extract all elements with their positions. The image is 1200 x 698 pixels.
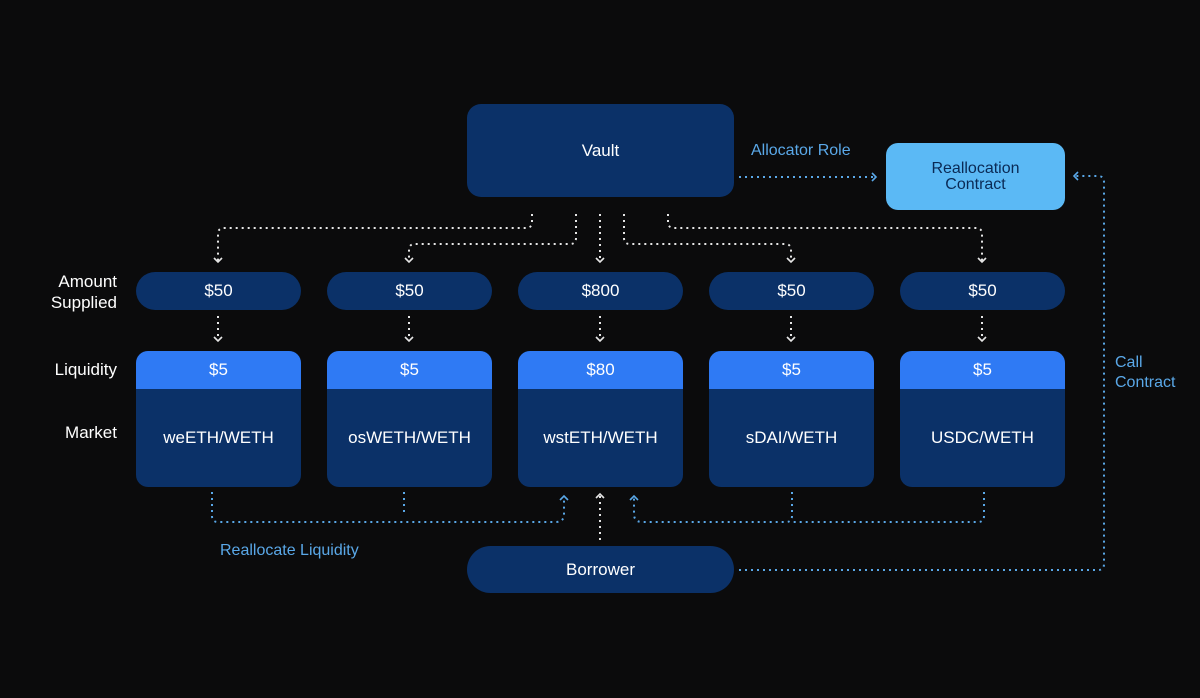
reallocation-contract-node: Reallocation Contract [886,143,1065,210]
market-name: USDC/WETH [931,428,1034,447]
supplied-pill: $50 [709,272,874,310]
supplied-pill: $50 [327,272,492,310]
row-label-amount-supplied: Amount Supplied [50,272,117,312]
edge-label-allocator-role: Allocator Role [751,142,851,159]
market-card: $5 sDAI/WETH [709,351,874,487]
market-name: weETH/WETH [163,428,274,447]
edge-vault-to-market-5 [667,214,987,264]
edge-vault-to-market-1 [213,214,533,264]
supplied-pill: $50 [136,272,301,310]
edge-call-contract [739,171,1105,571]
row-label-liquidity: Liquidity [54,360,117,379]
edge-label-call-contract: Call Contract [1115,354,1176,391]
borrower-node: Borrower [467,546,734,593]
market-card: $5 USDC/WETH [900,351,1065,487]
edge-reallocate-5 [792,492,985,523]
market-name: sDAI/WETH [745,428,838,447]
market-card: $5 weETH/WETH [136,351,301,487]
liquidity-value: $5 [327,351,492,389]
supplied-pill: $50 [900,272,1065,310]
liquidity-value: $80 [518,351,683,389]
liquidity-value: $5 [136,351,301,389]
edge-reallocate-1 [211,492,569,523]
row-label-market: Market [65,423,117,442]
edge-reallocate-4 [629,492,793,523]
edge-vault-to-market-4 [623,214,796,264]
market-name: osWETH/WETH [348,428,471,447]
liquidity-value: $5 [900,351,1065,389]
edge-label-reallocate-liquidity: Reallocate Liquidity [220,542,359,559]
vault-node: Vault [467,104,734,197]
market-card: $80 wstETH/WETH [518,351,683,487]
supplied-pill: $800 [518,272,683,310]
liquidity-value: $5 [709,351,874,389]
market-name: wstETH/WETH [543,428,658,447]
edge-vault-to-market-2 [404,214,577,264]
market-card: $5 osWETH/WETH [327,351,492,487]
